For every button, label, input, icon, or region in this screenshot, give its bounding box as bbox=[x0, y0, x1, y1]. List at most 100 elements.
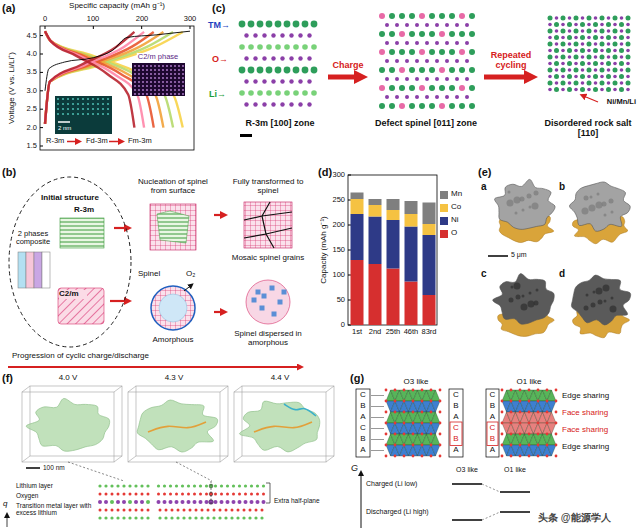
voltage-profile-plot bbox=[154, 65, 156, 67]
stacked-bar-chart bbox=[348, 175, 437, 325]
crystal-lattices bbox=[389, 103, 395, 109]
stacked-bar-chart bbox=[405, 201, 418, 214]
crystal-lattices bbox=[302, 67, 309, 74]
inset-label: C2/m phase bbox=[137, 53, 179, 61]
crystal-lattices bbox=[626, 88, 630, 92]
crystal-lattices bbox=[439, 13, 445, 19]
dislocation-imaging bbox=[232, 500, 236, 504]
stacking-schematic bbox=[430, 411, 433, 414]
crystal-lattices bbox=[298, 79, 302, 83]
dislocation-imaging bbox=[243, 509, 246, 512]
stacking-schematic bbox=[385, 444, 388, 447]
voltage-profile-plot bbox=[178, 65, 180, 67]
crystal-lattices bbox=[554, 48, 559, 53]
crystal-lattices bbox=[613, 68, 618, 73]
particle-tomography bbox=[596, 288, 603, 295]
dislocation-imaging bbox=[105, 509, 108, 512]
stacking-schematic bbox=[361, 476, 362, 528]
dislocation-imaging bbox=[237, 509, 240, 512]
stacked-bar-chart bbox=[348, 175, 437, 325]
stacking-letter: A bbox=[453, 446, 458, 455]
lattice-node: Defect spinel [011] zone bbox=[370, 10, 482, 144]
stacking-schematic bbox=[555, 455, 558, 458]
voltage-profile-plot bbox=[40, 54, 43, 55]
crystal-lattices bbox=[555, 68, 559, 72]
stacking-schematic bbox=[501, 455, 504, 458]
crystal-lattices bbox=[626, 55, 631, 60]
voltage-profile-plot bbox=[40, 72, 43, 73]
stacked-bar-chart bbox=[369, 205, 382, 217]
crystal-lattices bbox=[307, 56, 311, 60]
dislocation-imaging bbox=[164, 516, 167, 519]
voltage-profile-plot bbox=[182, 73, 184, 75]
crystal-lattices bbox=[429, 31, 435, 37]
phase-label: Fm-3m bbox=[128, 137, 152, 145]
transition-arrow bbox=[214, 214, 220, 216]
crystal-lattices bbox=[379, 103, 385, 109]
voltage-profile-plot bbox=[77, 98, 79, 100]
stacking-schematic bbox=[500, 491, 530, 493]
node-text: Spinel bbox=[138, 270, 172, 279]
crystal-lattices bbox=[548, 23, 552, 27]
stacking-schematic bbox=[412, 389, 415, 392]
voltage-profile-plot bbox=[166, 65, 168, 67]
composite-grain: 2 phases composite bbox=[14, 230, 52, 290]
stacked-bar-chart bbox=[387, 269, 400, 326]
crystal-lattices bbox=[449, 103, 455, 109]
crystal-lattices bbox=[302, 21, 309, 28]
dislocation-imaging bbox=[182, 516, 185, 519]
stacking-schematic bbox=[421, 433, 424, 436]
dislocation-imaging bbox=[249, 509, 252, 512]
voltage-profile-plot bbox=[166, 69, 168, 71]
dislocation-imaging bbox=[219, 509, 222, 512]
crystal-lattices bbox=[600, 88, 604, 92]
initial-structure-ellipse: Initial structureR-3m2 phases compositeC… bbox=[8, 176, 132, 348]
phase-transition-schematic bbox=[159, 294, 187, 322]
phase-transition-schematic bbox=[262, 294, 267, 299]
voltage-profile-plot bbox=[82, 108, 84, 110]
particle-tomography bbox=[488, 255, 508, 257]
crystal-lattices bbox=[606, 22, 611, 27]
voltage-profile-plot bbox=[92, 108, 94, 110]
stacking-schematic bbox=[431, 401, 440, 412]
voltage-profile-plot bbox=[170, 85, 172, 87]
crystal-lattices bbox=[284, 90, 290, 96]
voltage-profile-plot bbox=[134, 81, 136, 83]
stacking-schematic bbox=[510, 422, 513, 425]
voltage-profile-plot bbox=[142, 73, 144, 75]
legend-text: Mn bbox=[451, 190, 462, 199]
crystal-lattices bbox=[600, 49, 604, 53]
crystal-lattices bbox=[561, 16, 566, 21]
voltage-profile-plot bbox=[67, 113, 69, 115]
dislocation-imaging bbox=[220, 484, 223, 487]
voltage-profile-plot bbox=[158, 65, 160, 67]
dislocation-imaging bbox=[187, 484, 190, 487]
stacked-bar-chart bbox=[405, 227, 418, 282]
voltage-profile-plot bbox=[57, 103, 59, 105]
crystal-lattices bbox=[469, 67, 475, 73]
dislocation-imaging bbox=[254, 422, 312, 432]
crystal-lattices bbox=[409, 103, 415, 109]
voltage-profile-plot bbox=[72, 98, 74, 100]
crystal-lattices bbox=[580, 74, 585, 79]
crystal-lattices bbox=[459, 67, 465, 73]
dislocation-imaging bbox=[205, 500, 209, 504]
particle-tomography bbox=[589, 205, 596, 212]
crystal-lattices bbox=[593, 61, 598, 66]
stacking-schematic bbox=[510, 389, 513, 392]
crystal-lattices bbox=[425, 77, 429, 81]
voltage-profile-plot bbox=[67, 103, 69, 105]
particle-tomography bbox=[515, 212, 518, 215]
panel-label: (f) bbox=[2, 372, 13, 384]
dislocation-imaging bbox=[266, 483, 270, 503]
dislocation-imaging bbox=[175, 500, 179, 504]
legend-text: Ni bbox=[451, 216, 459, 225]
crystal-lattices bbox=[568, 55, 572, 59]
crystal-lattices bbox=[568, 81, 572, 85]
stacking-schematic bbox=[430, 433, 433, 436]
dislocation-imaging bbox=[225, 509, 228, 512]
crystal-lattices bbox=[574, 29, 579, 34]
crystal-lattices bbox=[587, 55, 592, 60]
tick-label: 50 bbox=[337, 296, 345, 304]
crystal-lattices bbox=[399, 103, 405, 109]
